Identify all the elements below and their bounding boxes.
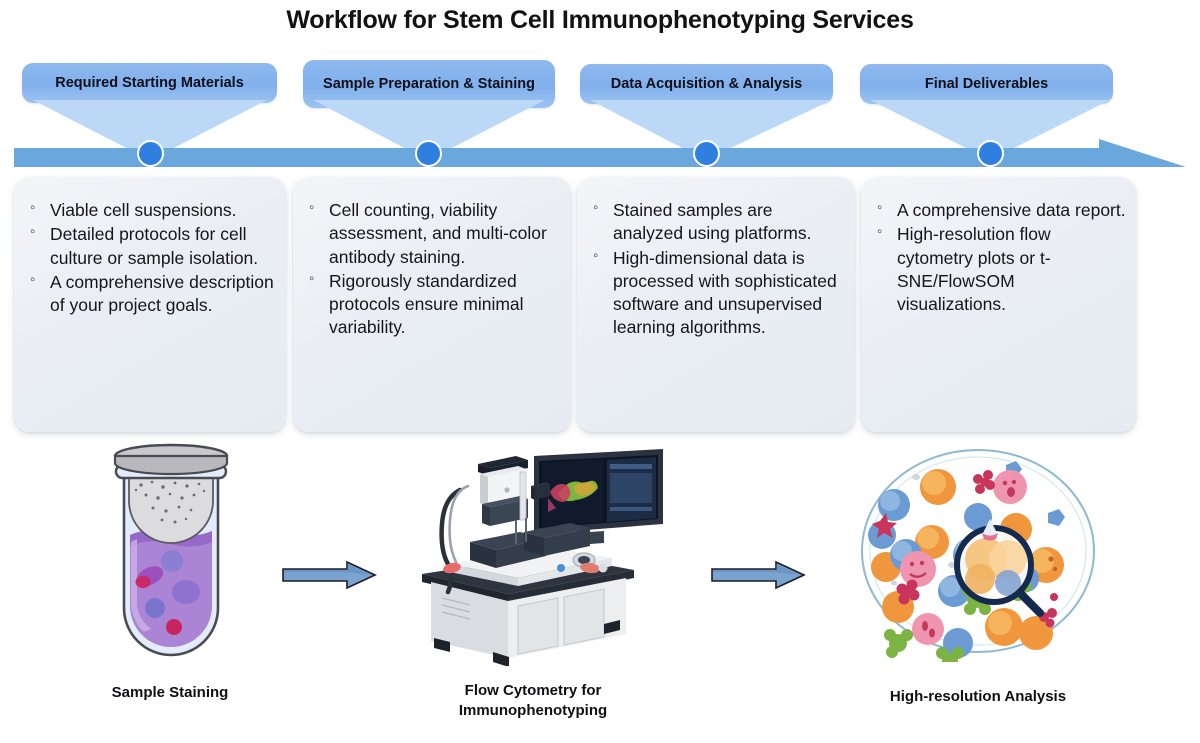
illustration-caption-3: High-resolution Analysis <box>848 687 1108 707</box>
detail-card-3: Stained samples are analyzed using platf… <box>577 177 855 432</box>
list-item: Viable cell suspensions. <box>24 198 276 222</box>
timeline-dot-2[interactable] <box>415 140 442 167</box>
list-item: Stained samples are analyzed using platf… <box>587 198 845 246</box>
right-arrow-icon-1 <box>282 560 377 590</box>
right-arrow-icon-2 <box>711 560 806 590</box>
list-item: Rigorously standardized protocols ensure… <box>303 269 561 340</box>
stage-banner-label: Required Starting Materials <box>55 74 244 91</box>
petri-dish-magnifier-icon <box>861 449 1095 662</box>
stage-banner-label: Data Acquisition & Analysis <box>610 75 803 92</box>
test-tube-icon <box>113 443 229 657</box>
detail-list: Viable cell suspensions. Detailed protoc… <box>24 198 276 318</box>
stage-banner-1[interactable]: Required Starting Materials <box>22 63 277 103</box>
caption-text: High-resolution Analysis <box>889 688 1067 705</box>
timeline-arrow <box>14 139 1186 167</box>
stage-banner-3[interactable]: Data Acquisition & Analysis <box>580 64 833 104</box>
detail-list: Cell counting, viability assessment, and… <box>303 198 561 340</box>
caption-text-line2: Immunophenotyping <box>458 701 608 719</box>
illustration-caption-1: Sample Staining <box>60 683 280 703</box>
detail-card-1: Viable cell suspensions. Detailed protoc… <box>14 177 286 432</box>
detail-list: A comprehensive data report. High-resolu… <box>871 198 1126 316</box>
flow-cytometer-icon <box>422 449 663 666</box>
list-item: High-resolution flow cytometry plots or … <box>871 222 1126 316</box>
detail-list: Stained samples are analyzed using platf… <box>587 198 845 340</box>
stage-banner-4[interactable]: Final Deliverables <box>860 64 1113 104</box>
timeline-dot-4[interactable] <box>977 140 1004 167</box>
page-title: Workflow for Stem Cell Immunophenotyping… <box>286 6 914 34</box>
timeline-dot-1[interactable] <box>137 140 164 167</box>
list-item: A comprehensive description of your proj… <box>24 270 276 318</box>
timeline-dot-3[interactable] <box>693 140 720 167</box>
stage-banner-label: Sample Preparation & Staining <box>323 75 535 92</box>
list-item: Cell counting, viability assessment, and… <box>303 198 561 269</box>
caption-text-line1: Flow Cytometry for <box>464 682 602 699</box>
detail-card-2: Cell counting, viability assessment, and… <box>293 177 571 432</box>
illustration-caption-2: Flow Cytometry for Immunophenotyping <box>418 681 648 720</box>
list-item: High-dimensional data is processed with … <box>587 246 845 340</box>
funnel-connector-1 <box>33 100 1110 152</box>
list-item: Detailed protocols for cell culture or s… <box>24 222 276 270</box>
stage-banner-label: Final Deliverables <box>924 75 1049 92</box>
caption-text: Sample Staining <box>111 684 229 701</box>
list-item: A comprehensive data report. <box>871 198 1126 222</box>
detail-card-4: A comprehensive data report. High-resolu… <box>861 177 1136 432</box>
